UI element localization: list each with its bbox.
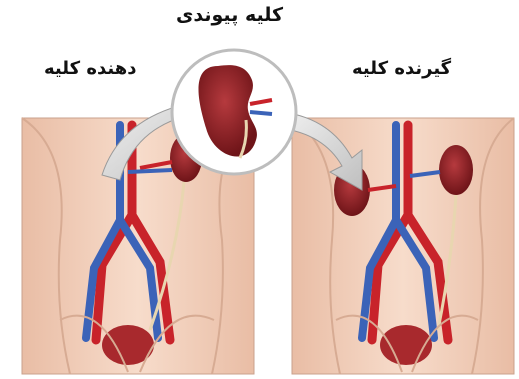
recipient-panel [292,118,514,374]
recipient-native-kidney-right [439,145,473,195]
donor-renal-vein [128,170,172,172]
recipient-label: گیرنده کلیه [352,60,451,78]
inset-renal-vein [250,112,272,114]
transplanted-kidney-label: کلیه پیوندی [176,6,283,25]
transplanted-kidney-inset [172,50,296,174]
donor-label: دهنده کلیه [44,60,136,78]
